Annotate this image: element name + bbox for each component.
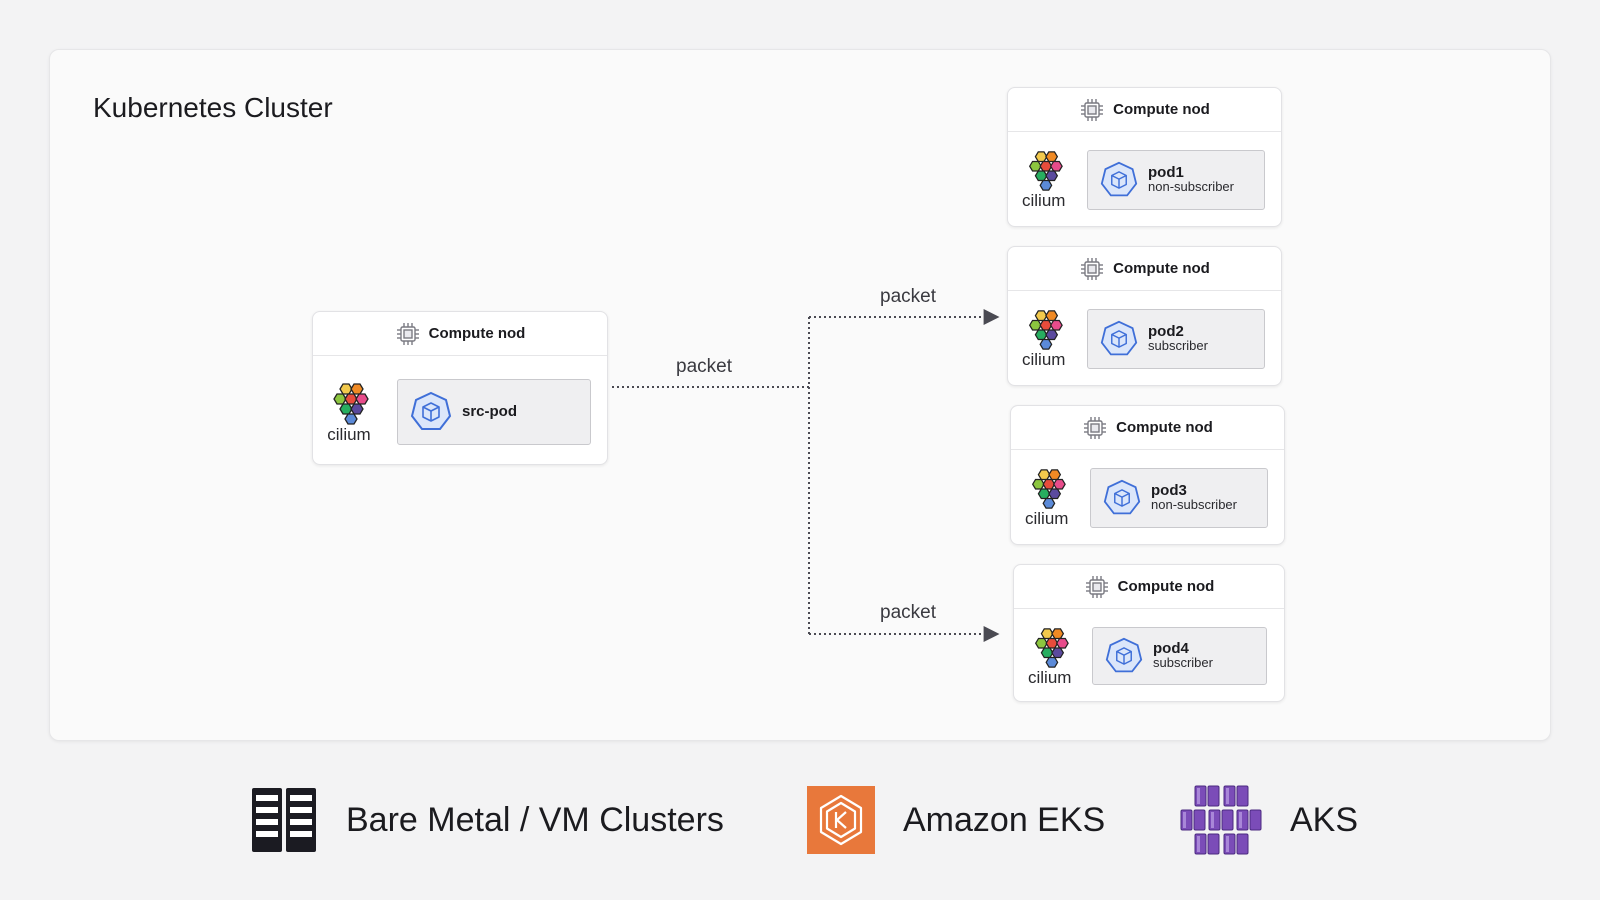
node-header: Compute nod [1008,247,1281,291]
pod-card-src[interactable]: src-pod [397,379,591,445]
cluster-title: Kubernetes Cluster [93,92,333,123]
server-rack-icon [252,788,316,852]
platform-label: AKS [1290,800,1359,839]
kubernetes-pod-icon [1100,320,1138,356]
platform-aks: AKS [1180,784,1358,856]
pod-role: subscriber [1148,338,1208,354]
node-header-title: Compute nod [1116,419,1213,436]
cilium-logo-icon [1031,469,1066,509]
kubernetes-cluster-panel: Kubernetes Cluster [49,49,1551,741]
cilium-badge: cilium [1028,627,1071,686]
cpu-chip-icon [1084,416,1107,439]
cpu-chip-icon [1081,98,1104,121]
node-header: Compute nod [1014,565,1284,609]
node-header: Compute nod [313,312,607,356]
platform-label: Bare Metal / VM Clusters [346,800,724,839]
cilium-logo-icon [1028,310,1063,350]
pod-name: pod2 [1148,322,1184,340]
cilium-badge: cilium [327,382,371,443]
edge-label-pod2: packet [880,286,936,307]
cpu-chip-icon [1085,575,1108,598]
pod-name: pod1 [1148,163,1184,181]
cilium-label: cilium [1025,509,1069,528]
pod-name: pod4 [1153,639,1189,657]
cilium-label: cilium [1022,191,1066,210]
cilium-badge: cilium [1025,468,1068,527]
platform-amazon-eks: Amazon EKS [807,786,1105,854]
node-header-title: Compute nod [1117,578,1215,595]
edge-label-pod4: packet [880,602,936,623]
cilium-logo-icon [1028,151,1063,191]
kubernetes-pod-icon [1100,161,1138,197]
compute-node-pod3: Compute nod cilium [1010,405,1285,545]
compute-node-pod4: Compute nod cilium [1013,564,1285,702]
cilium-logo-icon [1034,628,1069,668]
cilium-label: cilium [1028,668,1072,687]
pod-card-pod2[interactable]: pod2 subscriber [1087,309,1265,369]
platform-bare-metal: Bare Metal / VM Clusters [250,786,724,854]
source-compute-node: Compute nod cilium [312,311,608,465]
pod-name: src-pod [462,403,518,421]
aks-icon [1180,785,1262,855]
edge-label-src: packet [676,356,732,377]
cpu-chip-icon [1081,257,1104,280]
pod-card-pod3[interactable]: pod3 non-subscriber [1090,468,1268,528]
pod-card-pod1[interactable]: pod1 non-subscriber [1087,150,1265,210]
compute-node-pod1: Compute nod cilium [1007,87,1282,227]
kubernetes-pod-icon [1105,637,1143,673]
cilium-badge: cilium [1022,150,1065,209]
compute-node-pod2: Compute nod cilium [1007,246,1282,386]
pod-role: subscriber [1153,655,1213,671]
cilium-logo-icon [333,383,369,425]
cilium-label: cilium [1022,350,1066,369]
pod-name: pod3 [1151,481,1187,499]
node-header: Compute nod [1011,406,1284,450]
amazon-eks-icon [807,786,875,854]
pod-role: non-subscriber [1148,179,1234,195]
cpu-chip-icon [396,322,419,345]
platform-label: Amazon EKS [903,800,1106,839]
pod-role: non-subscriber [1151,497,1237,513]
node-header-title: Compute nod [1113,260,1210,277]
pod-card-pod4[interactable]: pod4 subscriber [1092,627,1267,685]
kubernetes-pod-icon [1103,479,1141,515]
kubernetes-pod-icon [410,391,452,430]
node-header: Compute nod [1008,88,1281,132]
cilium-badge: cilium [1022,309,1065,368]
node-header-title: Compute nod [428,325,526,342]
node-header-title: Compute nod [1113,101,1210,118]
cilium-label: cilium [327,425,371,444]
